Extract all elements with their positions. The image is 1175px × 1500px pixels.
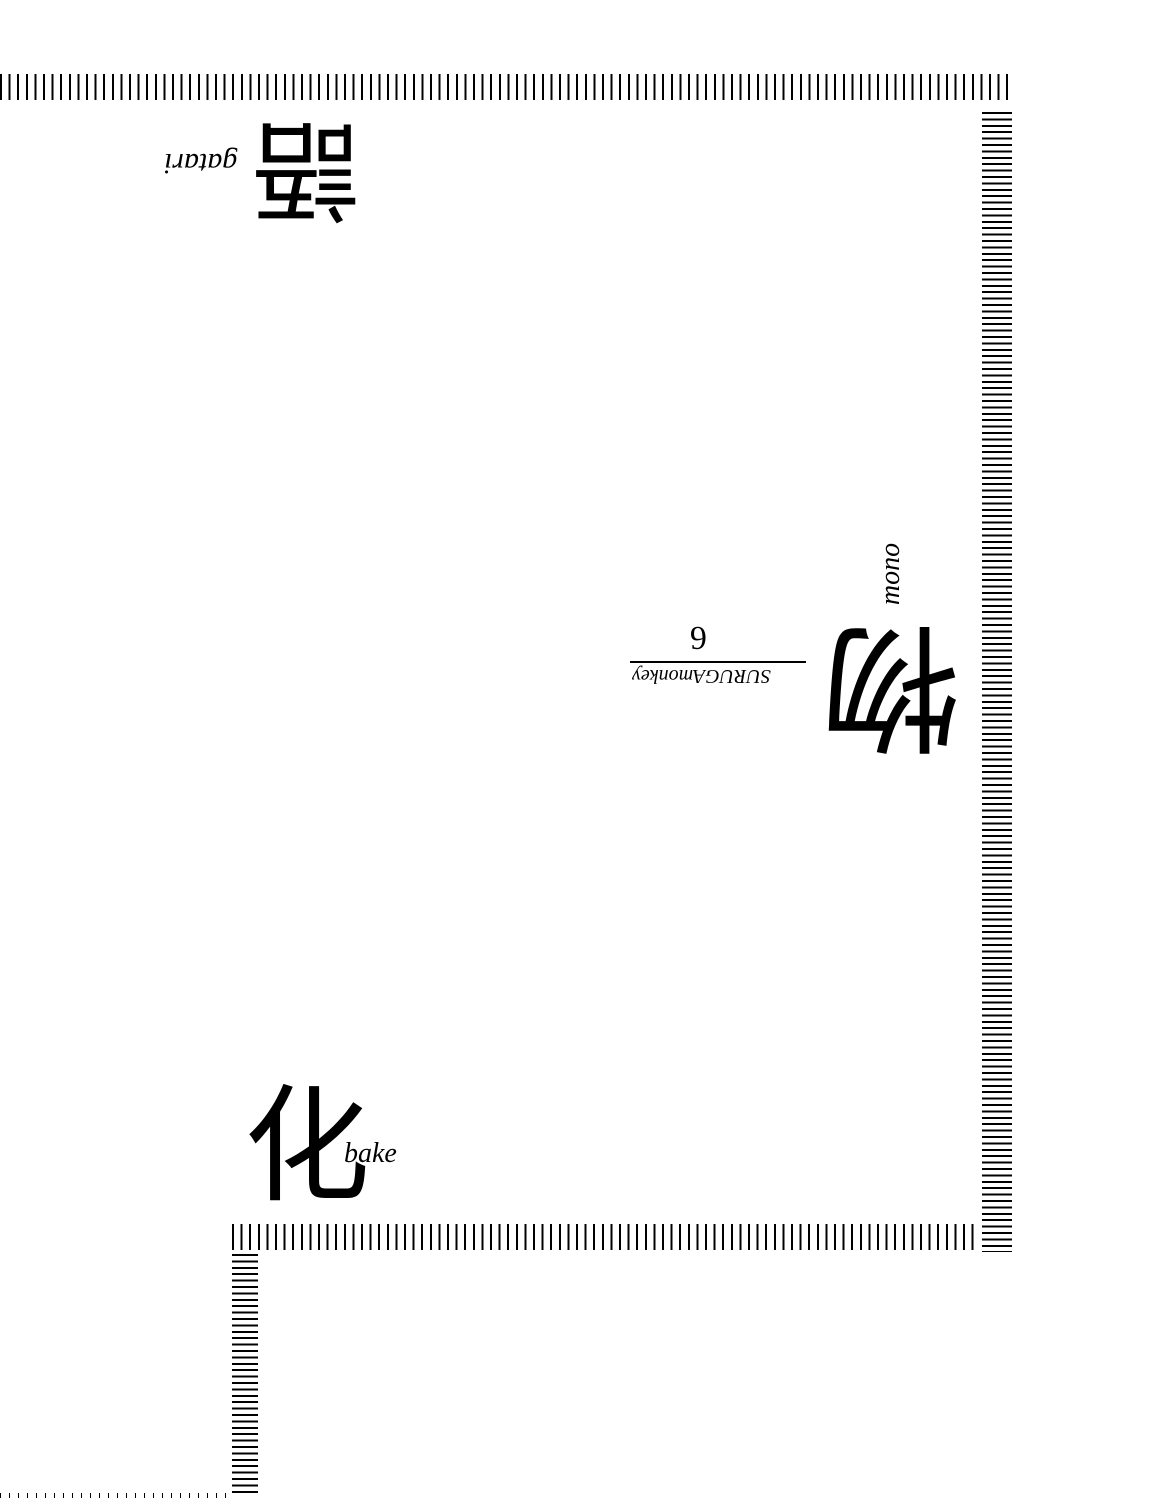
chapter-title-divider bbox=[630, 661, 806, 663]
top-tick-border bbox=[0, 74, 1010, 100]
bottom-dotted-border bbox=[0, 1493, 232, 1498]
right-tick-border bbox=[982, 112, 1012, 1252]
title-reading-gatari: gatari bbox=[164, 147, 238, 180]
chapter-number: 6 bbox=[690, 619, 707, 656]
chapter-title: SURUGAmonkey bbox=[632, 665, 771, 687]
left-tick-border bbox=[232, 1254, 258, 1496]
title-reading-bake: bake bbox=[344, 1138, 397, 1169]
title-reading-mono: mono bbox=[875, 542, 907, 606]
title-kanji-mono: 物 bbox=[822, 605, 961, 766]
bottom-tick-border bbox=[232, 1224, 980, 1250]
title-kanji-gatari: 語 bbox=[252, 106, 361, 231]
title-kanji-bake: 化 bbox=[244, 1073, 370, 1220]
